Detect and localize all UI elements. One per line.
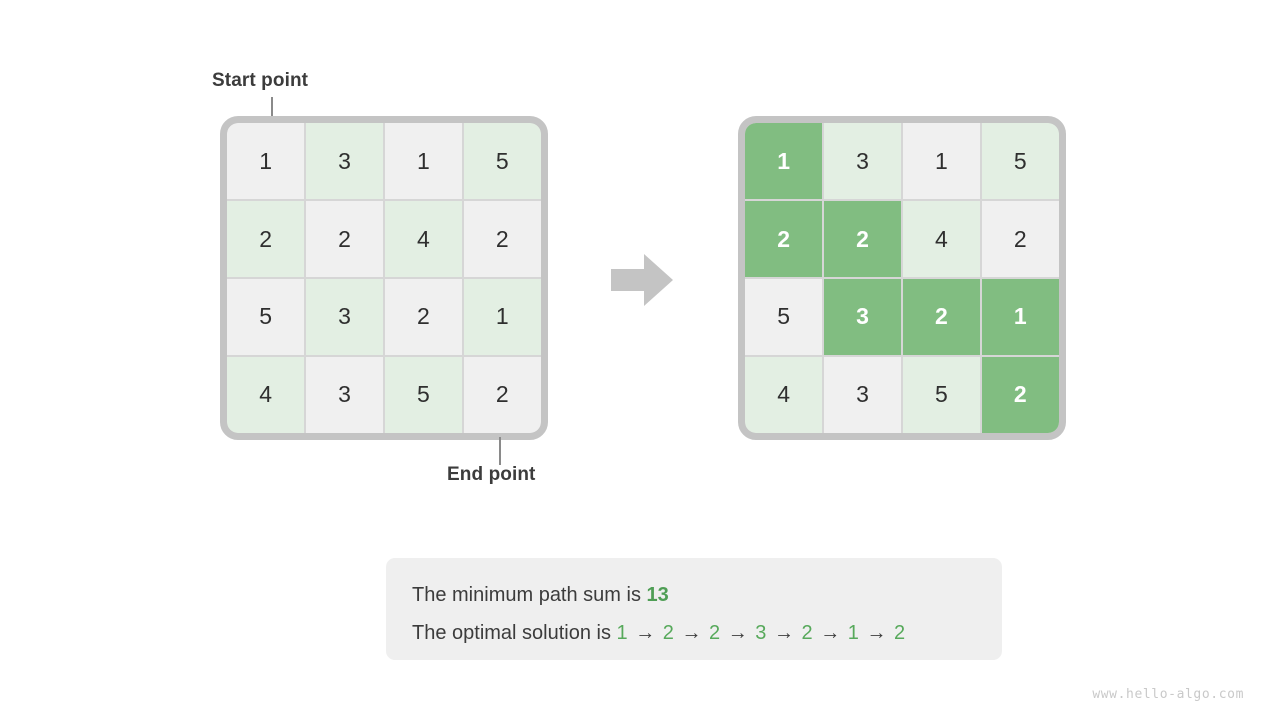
optimal-solution-sequence: 1 → 2 → 2 → 3 → 2 → 1 → 2	[617, 622, 906, 644]
watermark: www.hello-algo.com	[1092, 687, 1244, 702]
minimum-sum-prefix: The minimum path sum is	[412, 584, 647, 606]
minimum-sum-value: 13	[646, 584, 669, 606]
optimal-solution-prefix: The optimal solution is	[412, 622, 617, 644]
end-point-label: End point	[447, 464, 536, 485]
path-step-6: 2	[894, 622, 906, 644]
input-grid-cell-3-2: 5	[384, 356, 463, 433]
path-step-2: 2	[709, 622, 721, 644]
solution-grid-cell-0-2: 1	[902, 123, 981, 200]
input-grid-cell-0-3: 5	[463, 123, 541, 200]
path-arrow-glyph: →	[629, 622, 661, 644]
right-block-arrow-icon	[611, 254, 673, 306]
path-step-1: 2	[662, 622, 674, 644]
path-arrow-glyph: →	[675, 622, 708, 644]
solution-grid-cell-3-1: 3	[823, 356, 902, 433]
input-grid-cell-0-1: 3	[305, 123, 384, 200]
path-arrow-glyph: →	[860, 622, 893, 644]
path-step-5: 1	[847, 622, 859, 644]
path-arrow-glyph: →	[768, 622, 800, 644]
input-grid-cell-2-1: 3	[305, 278, 384, 356]
solution-grid-cell-1-3: 2	[981, 200, 1059, 278]
path-step-0: 1	[616, 622, 628, 644]
start-point-label: Start point	[212, 70, 309, 91]
path-step-4: 2	[801, 622, 813, 644]
input-grid-cell-1-0: 2	[227, 200, 305, 278]
input-grid-cell-1-3: 2	[463, 200, 541, 278]
solution-grid-cell-0-1: 3	[823, 123, 902, 200]
solution-grid-cell-0-0: 1	[745, 123, 823, 200]
solution-grid-cell-2-2: 2	[902, 278, 981, 356]
end-point-pointer-line	[499, 437, 501, 465]
solution-grid-cell-0-3: 5	[981, 123, 1059, 200]
minimum-sum-line: The minimum path sum is 13	[412, 576, 1002, 614]
input-grid-cell-3-3: 2	[463, 356, 541, 433]
solution-grid-cell-2-3: 1	[981, 278, 1059, 356]
input-grid-cell-2-2: 2	[384, 278, 463, 356]
solution-grid-cell-3-2: 5	[902, 356, 981, 433]
solution-grid-cell-1-2: 4	[902, 200, 981, 278]
input-grid-cell-0-0: 1	[227, 123, 305, 200]
path-arrow-glyph: →	[814, 622, 846, 644]
solution-grid-cell-1-0: 2	[745, 200, 823, 278]
solution-grid-cell-3-0: 4	[745, 356, 823, 433]
input-grid-cell-1-2: 4	[384, 200, 463, 278]
path-step-3: 3	[755, 622, 767, 644]
solution-grid-cell-2-0: 5	[745, 278, 823, 356]
input-grid-cell-2-0: 5	[227, 278, 305, 356]
input-grid-cell-3-0: 4	[227, 356, 305, 433]
optimal-solution-line: The optimal solution is 1 → 2 → 2 → 3 → …	[412, 614, 1002, 652]
input-grid-cell-3-1: 3	[305, 356, 384, 433]
solution-grid-cell-2-1: 3	[823, 278, 902, 356]
input-grid-cell-0-2: 1	[384, 123, 463, 200]
solution-grid-cell-3-3: 2	[981, 356, 1059, 433]
path-arrow-glyph: →	[722, 622, 754, 644]
caption-panel: The minimum path sum is 13 The optimal s…	[386, 558, 1002, 660]
input-grid-cell-2-3: 1	[463, 278, 541, 356]
input-grid-cell-1-1: 2	[305, 200, 384, 278]
solution-grid-cell-1-1: 2	[823, 200, 902, 278]
